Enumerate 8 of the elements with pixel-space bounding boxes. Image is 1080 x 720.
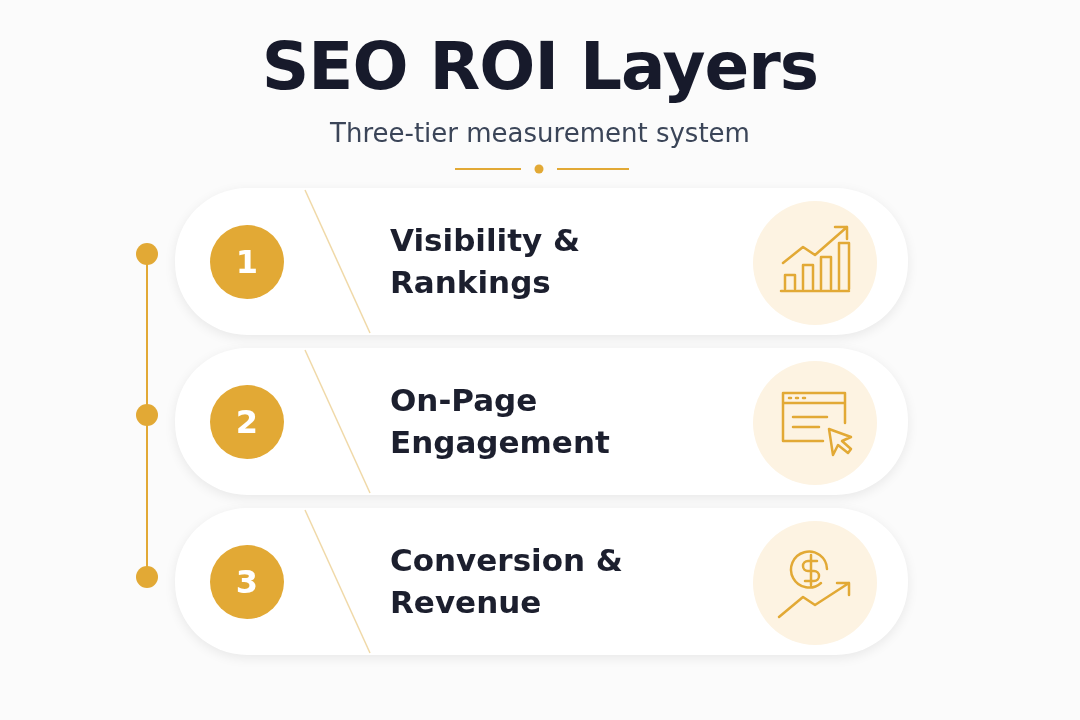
title: SEO ROI Layers <box>260 28 820 105</box>
subtitle: Three-tier measurement system <box>329 118 751 148</box>
number-badge: 1 <box>210 225 284 299</box>
layer-title: Visibility & Rankings <box>390 221 582 302</box>
number-badge: 2 <box>210 385 284 459</box>
layer-title: Conversion & Revenue <box>390 541 624 622</box>
layer-title: On-Page Engagement <box>390 381 611 462</box>
number-badge: 3 <box>210 545 284 619</box>
